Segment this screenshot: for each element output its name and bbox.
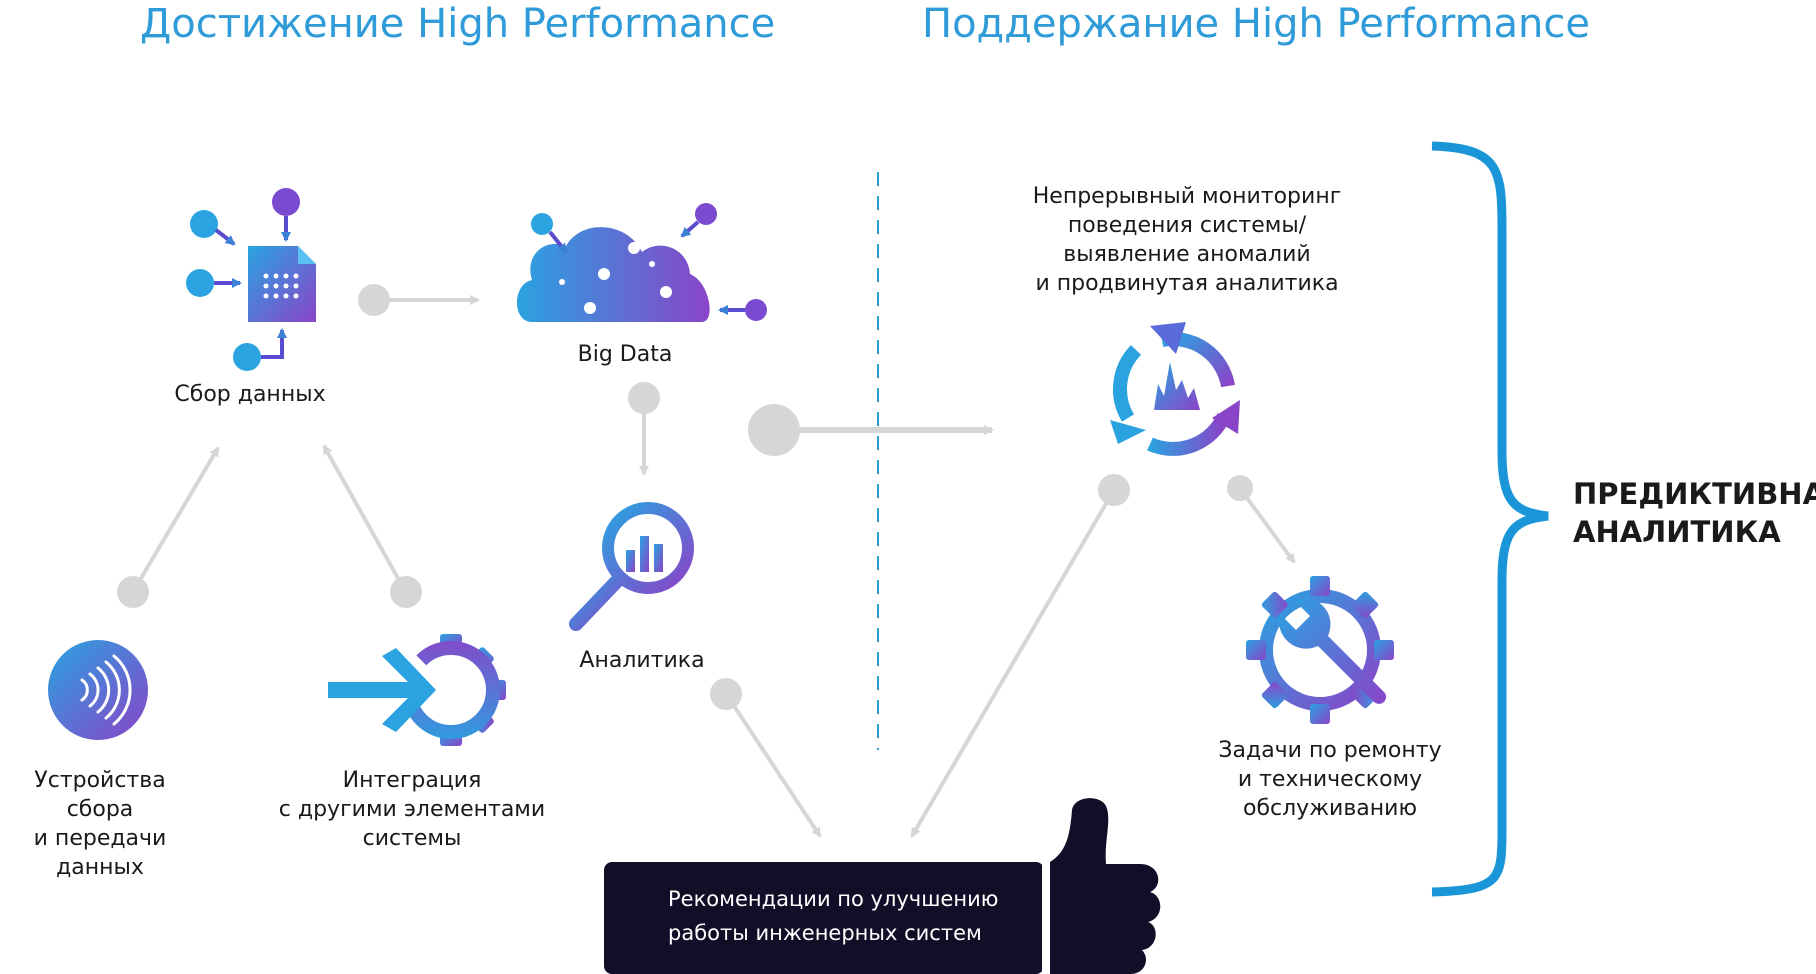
connector-collection-to-bigdata (358, 284, 480, 316)
predictive-analytics-label: ПРЕДИКТИВНАЯ АНАЛИТИКА (1573, 477, 1816, 549)
connector-monitoring-to-maintenance (1227, 475, 1296, 564)
label-analytics: Аналитика (579, 648, 705, 673)
connector-bigdata-to-analytics (628, 382, 660, 476)
recommendation-banner (604, 862, 1044, 974)
label-maintenance: Задачи по ремонту и техническому обслужи… (1218, 738, 1442, 821)
magnifier-chart-icon (569, 502, 694, 631)
connector-analytics-to-recommendations (710, 678, 822, 838)
label-integration: Интеграция с другими элементами системы (278, 768, 546, 851)
label-data-collection: Сбор данных (174, 382, 326, 407)
predictive-brace (1431, 141, 1549, 897)
connector-monitoring-to-recommendations (910, 474, 1130, 838)
gear-wrench-icon (1246, 576, 1394, 724)
arrow-gear-icon (328, 634, 506, 746)
heading-maintenance: Поддержание High Performance (922, 1, 1591, 47)
heading-achievement: Достижение High Performance (140, 1, 776, 47)
connector-achievement-to-maintenance (748, 404, 994, 456)
recommendation-text: Рекомендации по улучшению работы инженер… (668, 887, 999, 945)
file-data-icon (186, 188, 316, 371)
wireless-icon (48, 640, 148, 740)
connectors (117, 284, 1296, 838)
cloud-icon (517, 203, 767, 322)
connector-devices-to-collection (117, 446, 220, 608)
label-monitoring: Непрерывный мониторинг поведения системы… (1032, 184, 1342, 296)
cycle-monitor-icon (1110, 322, 1240, 456)
label-devices: Устройства сбора и передачи данных (33, 768, 167, 880)
connector-integration-to-collection (322, 444, 422, 608)
label-big-data: Big Data (577, 342, 673, 367)
thumbs-up-icon (1042, 798, 1161, 974)
